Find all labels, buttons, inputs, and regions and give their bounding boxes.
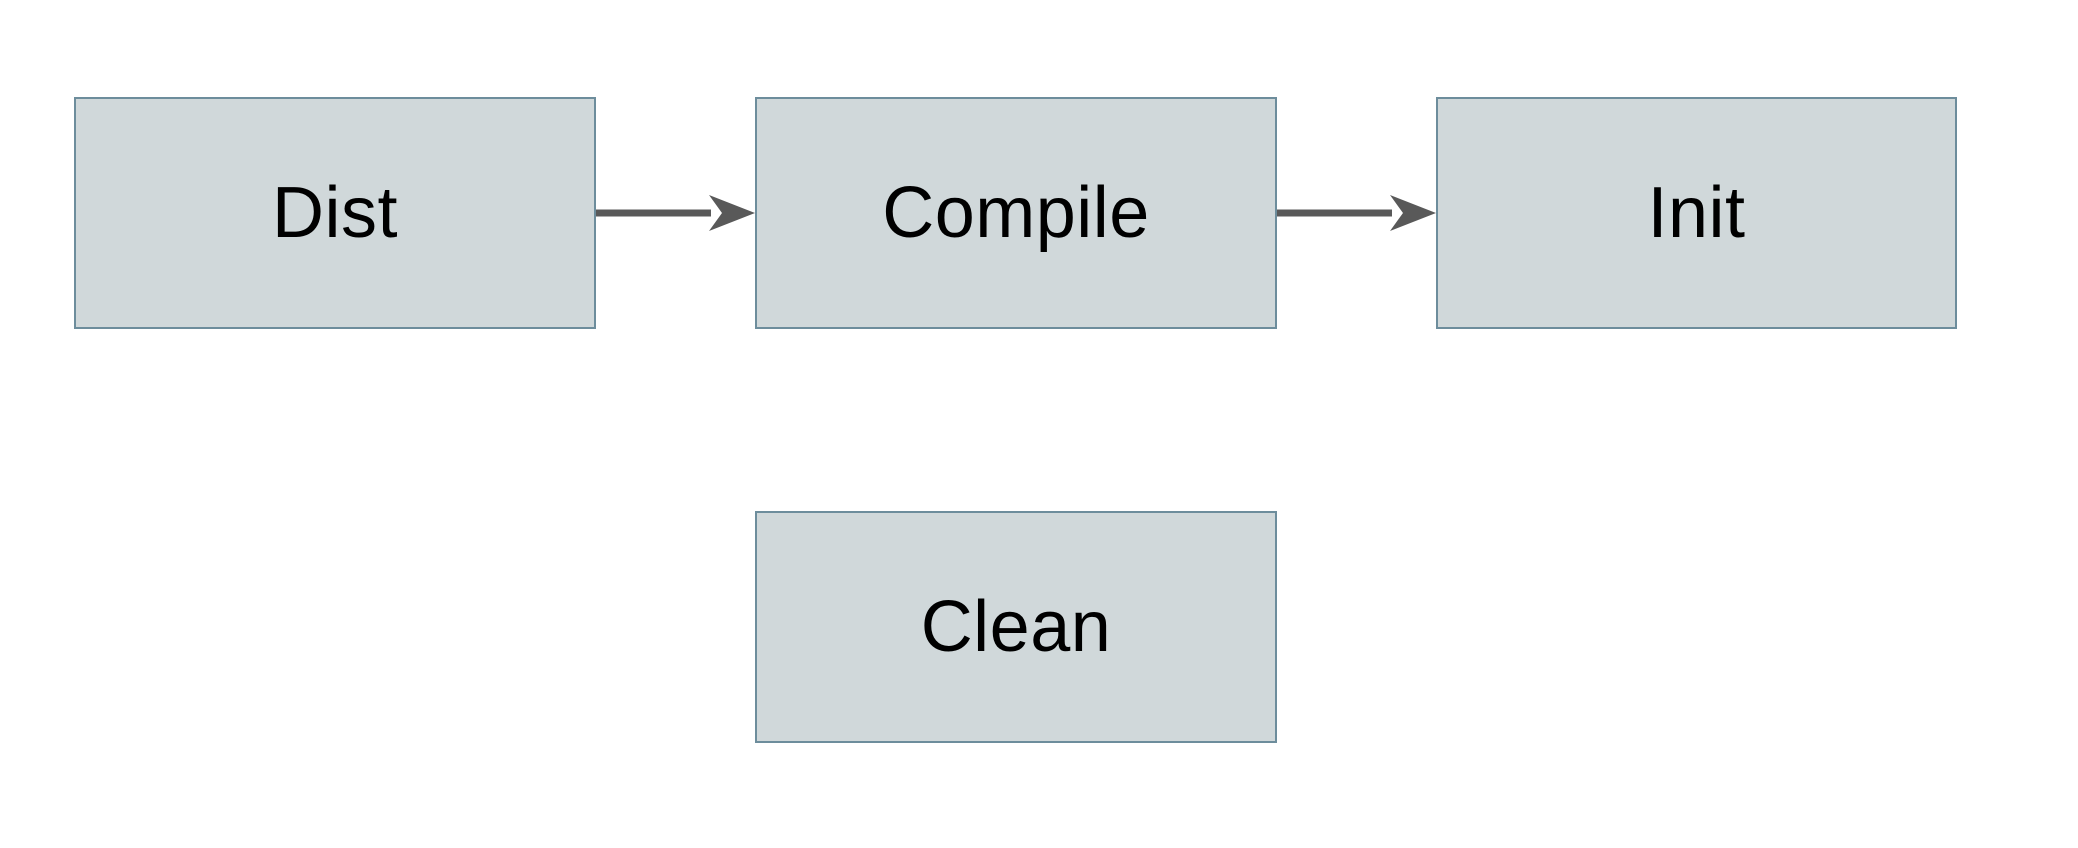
node-dist-label: Dist [272,173,398,253]
arrow-icon [1277,195,1436,231]
node-init[interactable]: Init [1436,97,1957,329]
arrow-icon [596,195,755,231]
node-dist[interactable]: Dist [74,97,596,329]
node-compile-label: Compile [882,173,1150,253]
node-clean[interactable]: Clean [755,511,1277,743]
edge-dist-to-compile[interactable] [596,195,755,231]
edge-compile-to-init[interactable] [1277,195,1436,231]
node-init-label: Init [1647,173,1746,253]
node-clean-label: Clean [920,587,1112,667]
node-compile[interactable]: Compile [755,97,1277,329]
